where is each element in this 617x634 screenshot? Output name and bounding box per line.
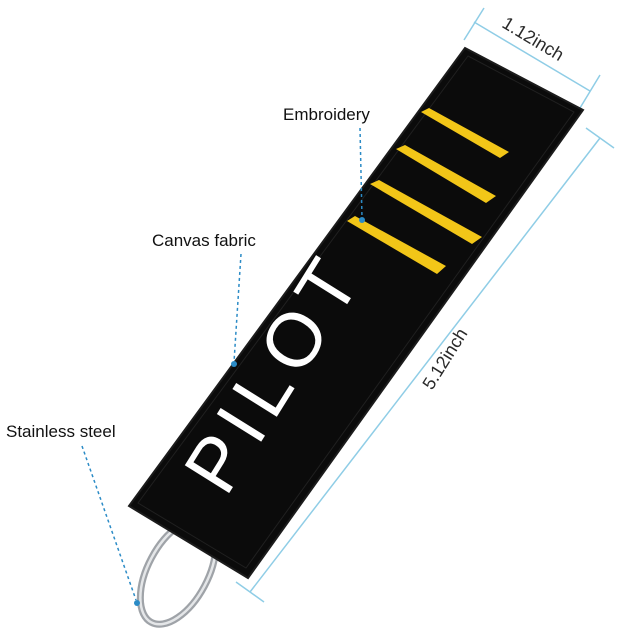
embroidery-label: Embroidery <box>283 105 370 124</box>
stainless-steel-callout: Stainless steel <box>6 422 140 606</box>
stripe <box>396 145 496 203</box>
stripe <box>370 180 482 244</box>
canvas-fabric-callout: Canvas fabric <box>152 231 256 367</box>
length-label: 5.12inch <box>418 325 471 393</box>
stripe <box>347 216 446 274</box>
embroidery-callout: Embroidery <box>283 105 370 223</box>
canvas-fabric-label: Canvas fabric <box>152 231 256 250</box>
key-tag: PILOT <box>127 46 585 580</box>
stripe <box>421 108 509 158</box>
canvas-fabric-tag <box>127 46 585 580</box>
embroidery-stripes <box>347 108 509 274</box>
stainless-steel-label: Stainless steel <box>6 422 116 441</box>
